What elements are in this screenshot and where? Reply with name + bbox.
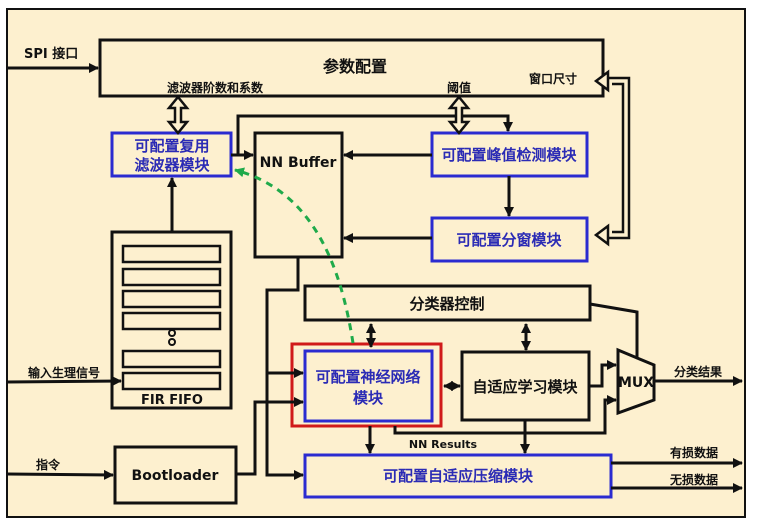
- adaptive-learning-label: 自适应学习模块: [472, 378, 578, 396]
- classification-output-label: 分类结果: [674, 364, 722, 379]
- mux-block: [616, 347, 656, 416]
- compression-block: [303, 453, 613, 499]
- window-size-label: 窗口尺寸: [529, 71, 577, 86]
- window-size-double-arrow: [593, 69, 631, 247]
- command-label: 指令: [36, 457, 61, 472]
- fifo-cell: [121, 289, 222, 309]
- filter-block: [110, 131, 233, 178]
- fifo-cell: [121, 371, 222, 391]
- bootloader-block: [113, 445, 238, 505]
- bootloader-label: Bootloader: [132, 468, 219, 484]
- bio-signal-label: 输入生理信号: [28, 365, 100, 380]
- peak-detect-label: 可配置峰值检测模块: [441, 146, 577, 164]
- fifo-cell: [121, 311, 222, 331]
- classifier-ctrl-block: [303, 284, 592, 322]
- nn-label-line2: 模块: [353, 389, 384, 407]
- param-config-label: 参数配置: [323, 57, 387, 76]
- nn-label-line1: 可配置神经网络: [315, 368, 420, 386]
- filter-params-bidir-arrow: [166, 95, 190, 135]
- nn-block: [303, 349, 434, 423]
- bootloader-to-nn-arrow: [236, 397, 304, 476]
- threshold-label: 阈值: [447, 80, 471, 95]
- ctrl-to-mux-line: [589, 302, 639, 358]
- threshold-bidir-arrow: [447, 95, 471, 135]
- lossy-output-label: 有损数据: [670, 445, 718, 460]
- fifo-ellipsis-dot: [168, 329, 176, 337]
- filter-params-label: 滤波器阶数和系数: [167, 80, 264, 95]
- nn-results-label: NN Results: [409, 438, 478, 451]
- mux-label: MUX: [618, 375, 654, 391]
- compression-label: 可配置自适应压缩模块: [383, 467, 534, 485]
- lossless-output-label: 无损数据: [669, 472, 718, 487]
- bio-signal-arrow: [6, 376, 122, 387]
- fifo-cell: [121, 349, 222, 369]
- spi-label: SPI 接口: [24, 46, 78, 62]
- filter-label-line2: 滤波器模块: [134, 156, 210, 174]
- filter-to-peak-arrow: [236, 114, 513, 155]
- nn-to-filter-dashed-arrow: [234, 167, 355, 344]
- nn-buffer-block: [253, 131, 344, 259]
- nn-buffer-label: NN Buffer: [260, 155, 337, 171]
- fifo-ellipsis-dot: [168, 338, 176, 346]
- adaptive-to-mux-arrow: [589, 360, 617, 388]
- command-arrow: [6, 469, 114, 480]
- buffer-output-line: [265, 257, 304, 480]
- nn-results-line: [393, 395, 617, 435]
- fifo-cell: [121, 267, 222, 287]
- fir-fifo-label: FIR FIFO: [141, 393, 203, 408]
- fifo-cells: [121, 244, 222, 391]
- fifo-cell: [121, 244, 222, 264]
- classifier-ctrl-label: 分类器控制: [409, 295, 484, 313]
- filter-label-line1: 可配置复用: [134, 137, 209, 155]
- windowing-label: 可配置分窗模块: [456, 231, 562, 249]
- param-config-block: [98, 38, 605, 98]
